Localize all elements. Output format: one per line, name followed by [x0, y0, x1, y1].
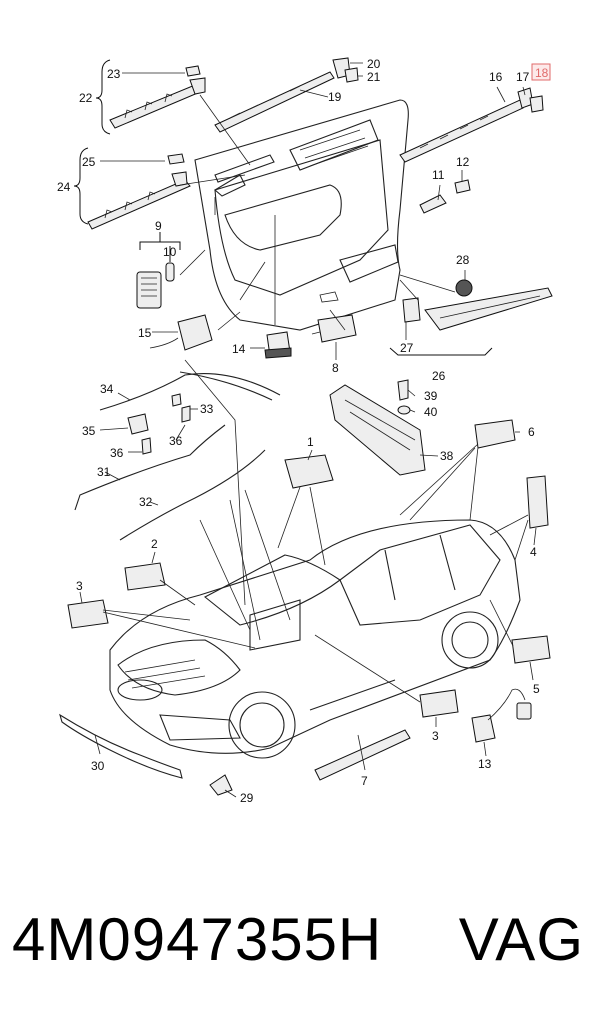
lamp-6: [474, 419, 516, 449]
callout-10: 10: [163, 245, 177, 259]
lamp-14: [264, 331, 292, 359]
callout-labels: 23 22 25 24 20 21 19 16 17 18 11 12 9 10…: [57, 57, 551, 805]
lamp-11: [419, 194, 447, 214]
ambient-strip-24: [87, 153, 191, 230]
callout-23: 23: [107, 67, 121, 81]
clip-27: [402, 297, 421, 323]
callout-2: 2: [151, 537, 158, 551]
lamp-3b: [419, 689, 459, 718]
parts-diagram: 23 22 25 24 20 21 19 16 17 18 11 12 9 10…: [57, 57, 553, 805]
callout-36a: 36: [110, 446, 124, 460]
callout-31: 31: [97, 465, 111, 479]
callout-4: 4: [530, 545, 537, 559]
trim-26: [424, 287, 553, 331]
trim-strip-16: [399, 87, 544, 163]
bracket-24: [73, 147, 89, 225]
harness-31: [74, 424, 226, 511]
callout-17: 17: [516, 70, 530, 84]
bulb-10: [165, 262, 175, 282]
knob-28: [455, 279, 473, 297]
callout-15: 15: [138, 326, 152, 340]
lamp-2: [124, 562, 166, 591]
screw-36b: [181, 405, 191, 423]
callout-34: 34: [100, 382, 114, 396]
callout-32: 32: [139, 495, 153, 509]
callout-35: 35: [82, 424, 96, 438]
callout-3b: 3: [432, 729, 439, 743]
callout-16: 16: [489, 70, 503, 84]
footer: 4M0947355H VAG: [0, 890, 600, 990]
lamp-1: [284, 454, 334, 489]
callout-3a: 3: [76, 579, 83, 593]
callout-20: 20: [367, 57, 381, 71]
callout-21: 21: [367, 70, 381, 84]
callout-9: 9: [155, 219, 162, 233]
callout-24: 24: [57, 180, 71, 194]
callout-39: 39: [424, 389, 438, 403]
callout-7: 7: [361, 774, 368, 788]
clip-12: [454, 179, 471, 194]
highlight-box-18: [531, 63, 551, 81]
callout-19: 19: [328, 90, 342, 104]
callout-25: 25: [82, 155, 96, 169]
callout-1: 1: [307, 435, 314, 449]
brand-label: VAG: [458, 906, 584, 973]
callout-14: 14: [232, 342, 246, 356]
callout-29: 29: [240, 791, 254, 805]
bracket-22: [95, 59, 111, 135]
car-body: [109, 519, 521, 759]
clip-35: [127, 413, 149, 435]
bracket-38: [329, 384, 426, 476]
door-panel: [194, 99, 409, 331]
callout-8: 8: [332, 361, 339, 375]
callout-38: 38: [440, 449, 454, 463]
harness-32: [119, 449, 266, 541]
callout-11: 11: [432, 168, 445, 182]
callout-12: 12: [456, 155, 470, 169]
callout-18: 18: [535, 66, 549, 80]
screw-36a: [141, 437, 152, 455]
ambient-strip-22: [109, 65, 206, 129]
callout-36b: 36: [169, 434, 183, 448]
lamp-3a: [67, 599, 109, 629]
callout-33: 33: [200, 402, 214, 416]
part-number: 4M0947355H: [12, 906, 383, 973]
callout-28: 28: [456, 253, 470, 267]
leader-lines: [102, 94, 529, 703]
callout-27: 27: [400, 341, 414, 355]
callout-6: 6: [528, 425, 535, 439]
callout-5: 5: [533, 682, 540, 696]
screw-39: [397, 379, 409, 401]
sill-7: [314, 729, 411, 781]
strip-30: [59, 713, 183, 779]
callout-22: 22: [79, 91, 93, 105]
trim-strip-19: [214, 57, 359, 133]
lamp-4: [526, 475, 549, 529]
lamp-5: [511, 635, 551, 664]
light-module-8: [311, 314, 357, 343]
callout-40: 40: [424, 405, 438, 419]
harness-34: [99, 373, 281, 411]
callout-30: 30: [91, 759, 105, 773]
callout-13: 13: [478, 757, 492, 771]
callout-26: 26: [432, 369, 446, 383]
clip-29: [209, 774, 233, 796]
control-unit-15: [149, 314, 213, 351]
sensor-13: [471, 688, 532, 743]
washer-40: [397, 405, 411, 415]
